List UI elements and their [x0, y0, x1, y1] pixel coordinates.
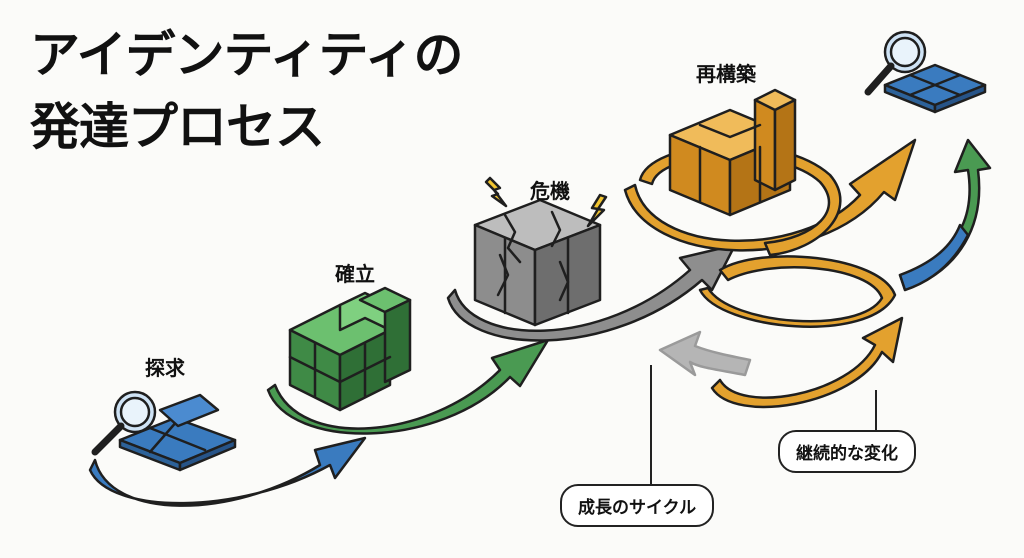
- title-line-1: アイデンティティの: [30, 26, 463, 84]
- gray-arrow: [446, 243, 737, 342]
- title-line-2: 発達プロセス: [30, 98, 325, 156]
- lightning-left-icon: [484, 176, 508, 208]
- green-block-stack-icon: [288, 286, 412, 412]
- orange-spiral-lower: [710, 316, 904, 409]
- callout-growth-cycle: 成長のサイクル: [560, 484, 715, 527]
- lightning-right-icon: [586, 193, 608, 228]
- stage-label-explore: 探求: [145, 356, 185, 380]
- magnifier-on-puzzle-icon: [91, 390, 237, 472]
- blue-arrow: [88, 436, 367, 507]
- back-arrow: [658, 330, 752, 377]
- cracked-gray-block-icon: [473, 198, 602, 327]
- green-arrow: [266, 338, 550, 435]
- stage-label-rebuild: 再構築: [696, 62, 756, 86]
- orange-spiral-upper: [623, 138, 917, 252]
- callout-continuous-change: 継続的な変化: [778, 430, 916, 473]
- orange-block-structure-icon: [668, 88, 797, 217]
- stage-label-crisis: 危機: [530, 179, 570, 203]
- orange-spiral-middle: [698, 255, 897, 328]
- stage-label-establish: 確立: [335, 262, 375, 286]
- magnifier-on-puzzle-top-icon: [864, 30, 987, 114]
